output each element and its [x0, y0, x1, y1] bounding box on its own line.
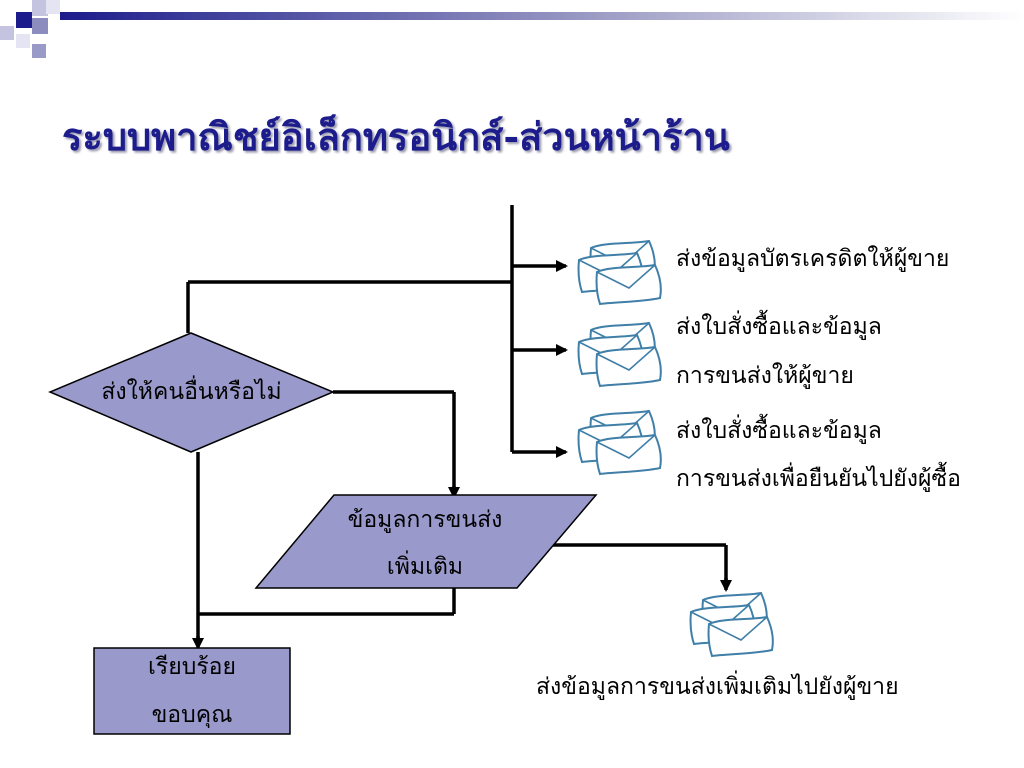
end-label-line1: เรียบร้อย: [148, 654, 236, 680]
input-label-line2: เพิ่มเติม: [386, 554, 464, 580]
envelope-stack-icon: [577, 240, 662, 305]
output-label: ส่งข้อมูลการขนส่งเพิ่มเติมไปยังผู้ขาย: [536, 674, 899, 700]
output-label: ส่งใบสั่งซื้อและข้อมูล: [676, 314, 882, 340]
output-label: การขนส่งให้ผู้ขาย: [676, 363, 854, 389]
end-rectangle: [93, 647, 291, 735]
arrows: [192, 260, 732, 650]
output-label: การขนส่งเพื่อยืนยันไปยังผู้ซื้อ: [676, 466, 961, 492]
header-decoration: [0, 0, 1024, 58]
decision-diamond: [48, 332, 335, 453]
output-label: ส่งข้อมูลบัตรเครดิตให้ผู้ขาย: [676, 246, 950, 272]
envelope-stack-icon: [577, 410, 662, 475]
decision-label: ส่งให้คนอื่นหรือไม่: [101, 379, 282, 405]
envelope-stack-icon: [689, 592, 774, 657]
slide-title: ระบบพาณิชย์อิเล็กทรอนิกส์-ส่วนหน้าร้าน: [62, 114, 730, 159]
end-label-line2: ขอบคุณ: [151, 702, 233, 728]
connector-lines: [186, 205, 728, 640]
envelope-stack-icon: [577, 322, 662, 387]
output-label: ส่งใบสั่งซื้อและข้อมูล: [676, 418, 882, 444]
input-label-line1: ข้อมูลการขนส่ง: [347, 507, 503, 533]
input-parallelogram: [254, 494, 598, 589]
